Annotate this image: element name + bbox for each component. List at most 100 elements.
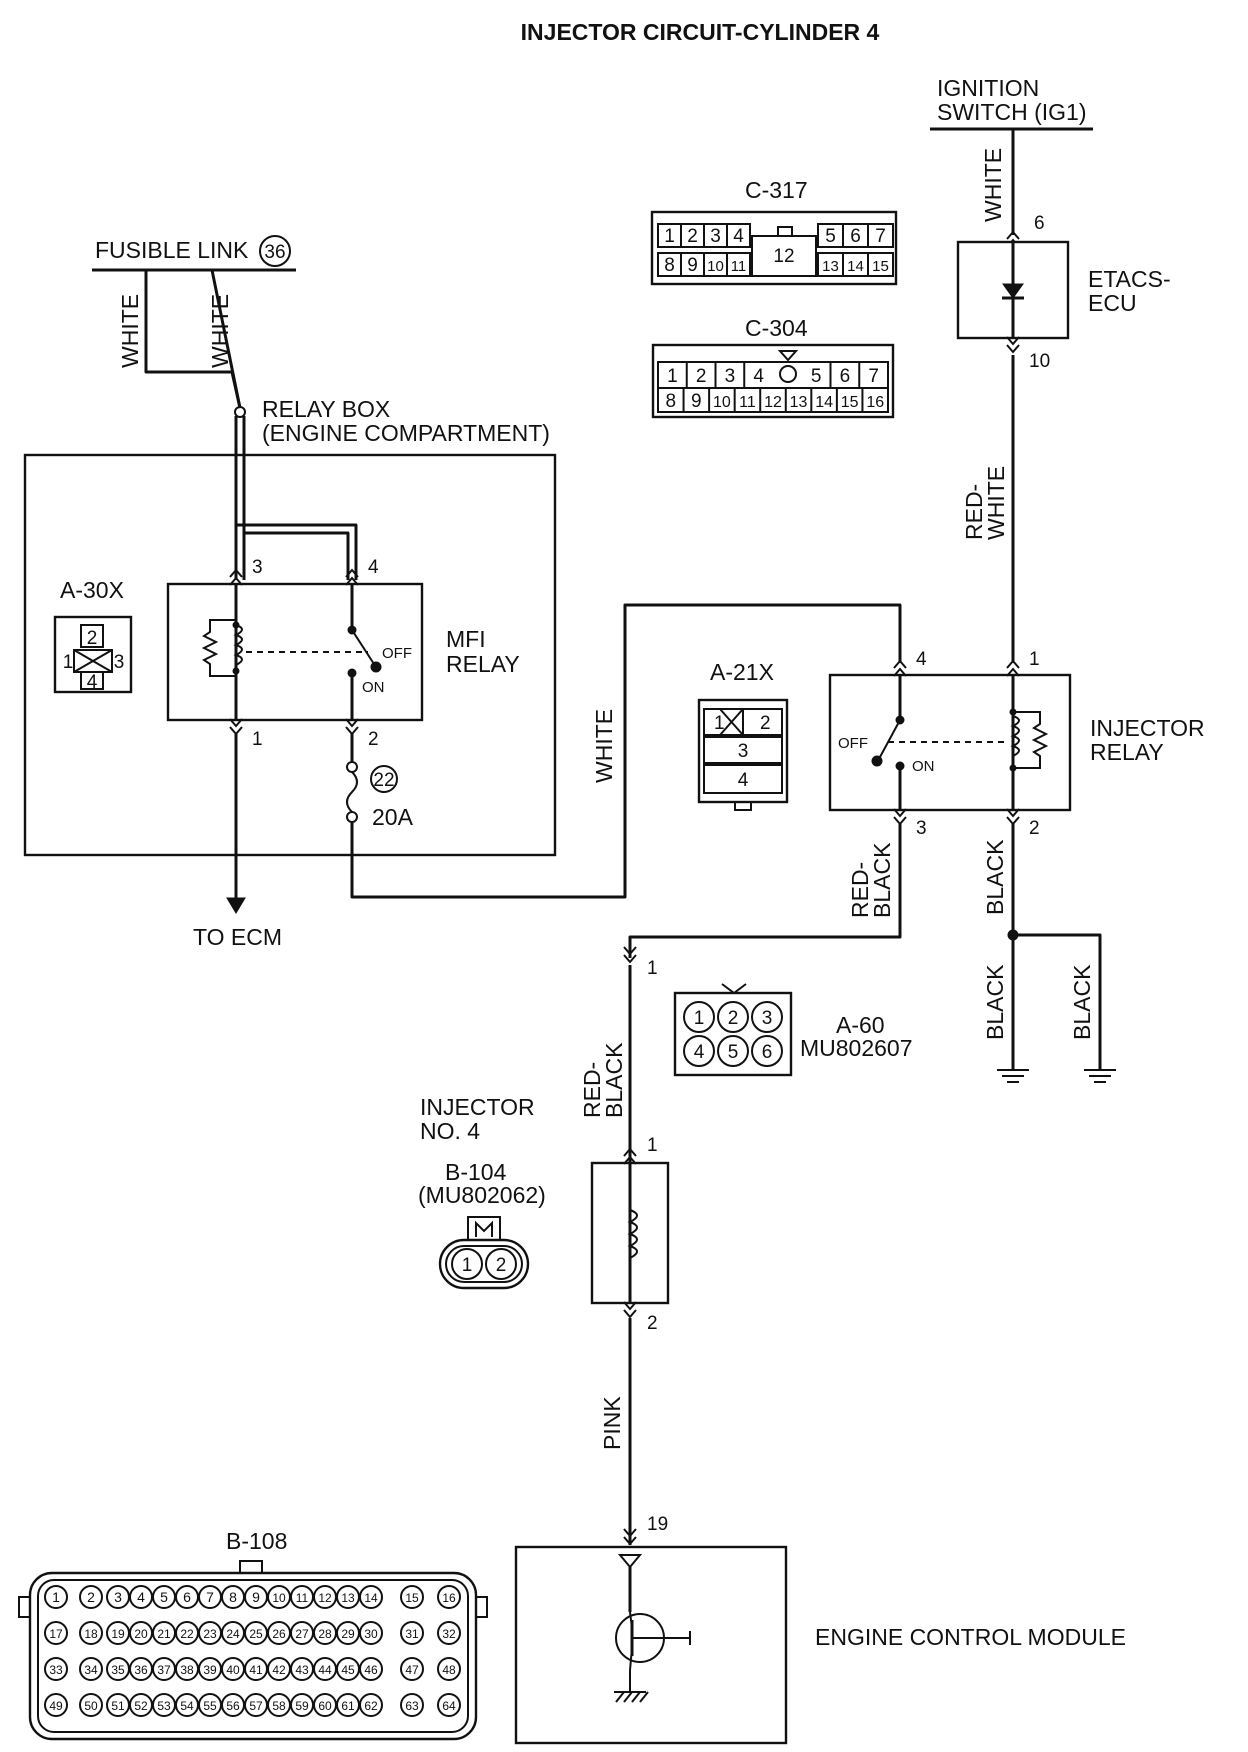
b108-pin-43: 43 (295, 1663, 309, 1677)
b108-pin-13: 13 (341, 1591, 355, 1605)
injector-relay: 4 1 3 2 OFF ON INJECTOR RELAY (828, 649, 1205, 839)
c317-pin-9: 9 (687, 255, 698, 276)
b108-pin-41: 41 (249, 1663, 263, 1677)
connector-b104-part: (MU802062) (418, 1182, 546, 1208)
mfi-relay-label-2: RELAY (446, 651, 520, 677)
b108-pin-51: 51 (111, 1699, 125, 1713)
c317-pin-7: 7 (875, 226, 886, 247)
to-ecm-label: TO ECM (193, 924, 282, 950)
a60-pin-3-circle (751, 1001, 783, 1033)
injector-relay-label-2: RELAY (1090, 739, 1164, 765)
a60-pin-2-circle (717, 1001, 749, 1033)
a30x-pin-3: 3 (114, 652, 125, 673)
b108-pin-33: 33 (49, 1663, 63, 1677)
fusible-link-section: FUSIBLE LINK 36 WHITE WHITE (92, 235, 296, 418)
c304-pin-3: 3 (725, 366, 736, 387)
diagram-title: INJECTOR CIRCUIT-CYLINDER 4 (521, 19, 880, 45)
b108-pin-7: 7 (206, 1589, 214, 1605)
b108-pin-15: 15 (405, 1591, 419, 1605)
b108-pin-40: 40 (226, 1663, 240, 1677)
b108-pin-50: 50 (84, 1699, 98, 1713)
ecm-label: ENGINE CONTROL MODULE (815, 1624, 1126, 1650)
connector-b108-label: B-108 (226, 1528, 287, 1554)
wire-color-black-2: BLACK (982, 964, 1008, 1040)
a30x-pin-4: 4 (87, 672, 98, 693)
b108-pin-36: 36 (134, 1663, 148, 1677)
connector-b104-label: B-104 (445, 1159, 507, 1185)
connector-a21x-label: A-21X (710, 659, 774, 685)
b108-pin-49-circle (44, 1693, 68, 1717)
c304-pin-16: 16 (866, 394, 884, 411)
b108-pin-18: 18 (84, 1627, 98, 1641)
b108-pin-8: 8 (229, 1589, 237, 1605)
b108-pin-46: 46 (364, 1663, 378, 1677)
wire-color-red-black-3: RED- (579, 1062, 605, 1118)
b108-pin-52: 52 (134, 1699, 148, 1713)
ignition-label-2: SWITCH (IG1) (937, 99, 1087, 125)
wire-color-pink: PINK (599, 1396, 625, 1450)
injector-relay-pin-3: 3 (916, 818, 927, 839)
b108-pin-2-circle (79, 1585, 103, 1609)
injector-relay-pin-2: 2 (1029, 818, 1040, 839)
a60-pin-1: 1 (694, 1008, 705, 1029)
connector-c317-label: C-317 (745, 177, 808, 203)
connector-a60-part: MU802607 (800, 1035, 913, 1061)
connector-a30x-label: A-30X (60, 577, 124, 603)
a60-pin-6: 6 (762, 1042, 773, 1063)
mfi-relay-pin-1: 1 (252, 729, 263, 750)
c304-pin-12: 12 (764, 394, 782, 411)
a60-pin-3: 3 (762, 1008, 773, 1029)
ground-symbol-2 (1084, 1069, 1116, 1083)
b108-pin-47: 47 (405, 1663, 419, 1677)
mfi-relay: 3 4 1 2 OFF ON MFI RELAY (166, 557, 520, 750)
b108-pin-6: 6 (183, 1589, 191, 1605)
mfi-relay-off: OFF (382, 645, 412, 662)
c304-pin-10: 10 (713, 394, 731, 411)
b108-pin-28: 28 (318, 1627, 332, 1641)
connector-b104: 1 2 (438, 1216, 530, 1290)
injector-relay-pin-1: 1 (1029, 649, 1040, 670)
wire-color-red-white-2: WHITE (983, 466, 1009, 540)
b108-pin-20: 20 (134, 1627, 148, 1641)
b108-pin-21: 21 (157, 1627, 171, 1641)
mfi-relay-pin-2: 2 (368, 729, 379, 750)
fuse-number-circle (370, 765, 398, 793)
c304-pin-14: 14 (815, 394, 833, 411)
injector-pin-2: 2 (647, 1313, 658, 1334)
injector-pin-1: 1 (647, 1135, 658, 1156)
b108-pin-53: 53 (157, 1699, 171, 1713)
b108-pin-47-circle (400, 1657, 424, 1681)
b108-pin-19: 19 (111, 1627, 125, 1641)
b108-pin-22: 22 (180, 1627, 194, 1641)
ecm-pin-19: 19 (647, 1514, 668, 1535)
connector-a21x: A-21X 1 2 3 4 (697, 659, 789, 811)
b108-pin-48: 48 (442, 1663, 456, 1677)
wire-color-white-d: WHITE (980, 148, 1006, 222)
b108-pin-58: 58 (272, 1699, 286, 1713)
fusible-link-number-circle (259, 235, 291, 267)
mfi-relay-on: ON (362, 679, 385, 696)
b108-pin-29: 29 (341, 1627, 355, 1641)
b108-pin-56: 56 (226, 1699, 240, 1713)
c317-pin-6: 6 (850, 226, 861, 247)
b108-pin-59: 59 (295, 1699, 309, 1713)
injector-label-2: NO. 4 (420, 1118, 480, 1144)
b108-pin-31-circle (400, 1621, 424, 1645)
to-ecm-arrow (226, 897, 246, 914)
injector-relay-on: ON (912, 758, 935, 775)
wire-color-red-black-1: RED- (847, 862, 873, 918)
c317-pin-4: 4 (733, 226, 744, 247)
b108-pin-17-circle (44, 1621, 68, 1645)
b108-pin-14-circle (359, 1585, 383, 1609)
c304-pin-2: 2 (696, 366, 707, 387)
c317-pin-5: 5 (825, 226, 836, 247)
a30x-pin-2: 2 (87, 628, 98, 649)
engine-control-module: 19 ENGINE CONTROL MODULE (514, 1514, 1126, 1745)
a60-pin-6-circle (751, 1035, 783, 1067)
etacs-label-2: ECU (1088, 290, 1137, 316)
a21x-pin-2: 2 (760, 713, 771, 734)
b108-pin-57: 57 (249, 1699, 263, 1713)
